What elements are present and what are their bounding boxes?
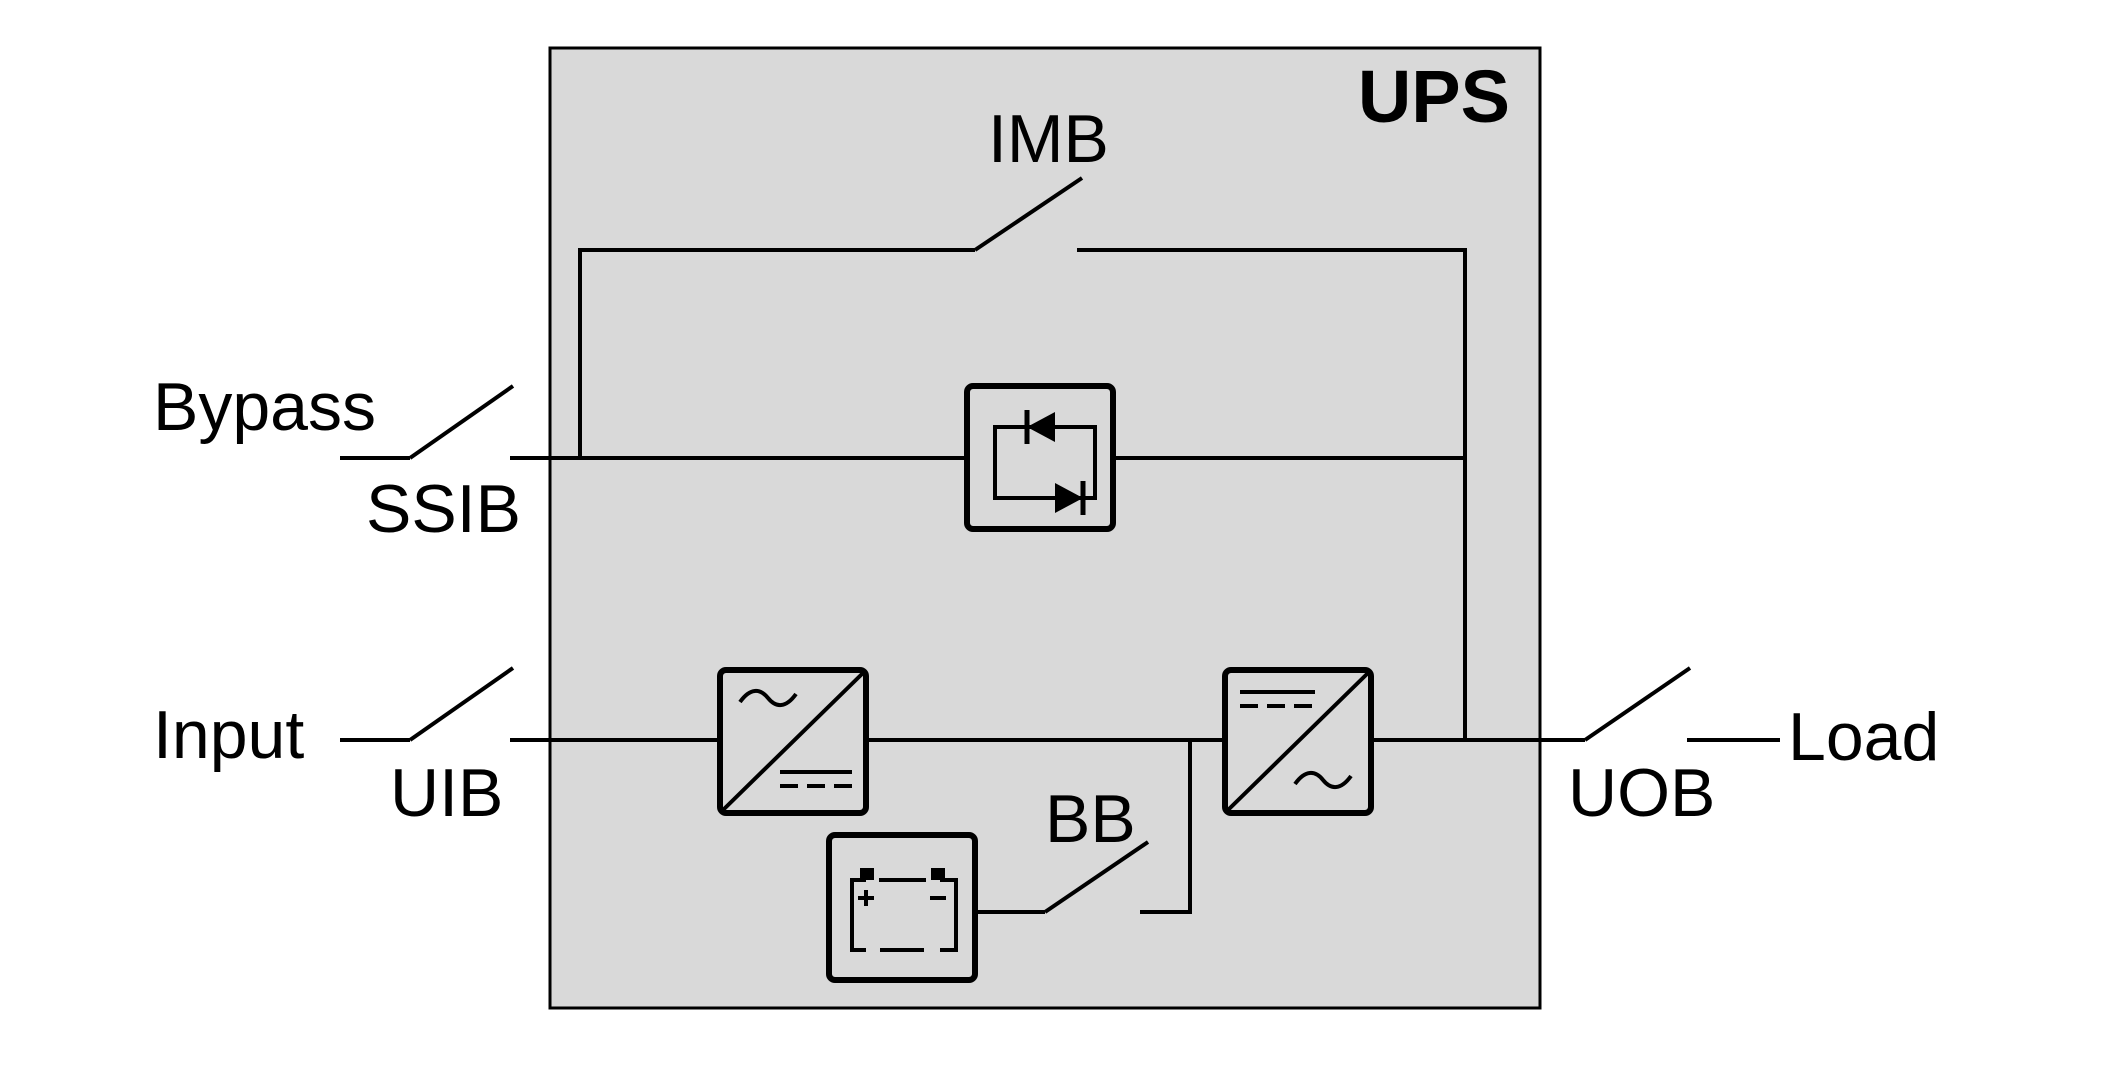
uib-label: UIB	[390, 755, 503, 831]
uob-label: UOB	[1568, 755, 1715, 831]
rectifier-icon	[717, 667, 869, 816]
imb-label: IMB	[988, 101, 1109, 177]
ups-title: UPS	[1358, 55, 1510, 138]
ssib-switch	[340, 384, 965, 460]
static-switch-icon	[964, 383, 1116, 532]
uob-switch	[1583, 666, 1780, 742]
bb-label: BB	[1045, 781, 1136, 857]
input-label: Input	[153, 697, 304, 773]
battery-icon	[826, 832, 978, 983]
bypass-label: Bypass	[153, 369, 376, 445]
uib-switch	[340, 666, 720, 742]
ssib-label: SSIB	[366, 471, 521, 547]
load-label: Load	[1788, 699, 1939, 775]
imb-path	[578, 176, 1467, 740]
bb-breaker	[975, 840, 1150, 914]
